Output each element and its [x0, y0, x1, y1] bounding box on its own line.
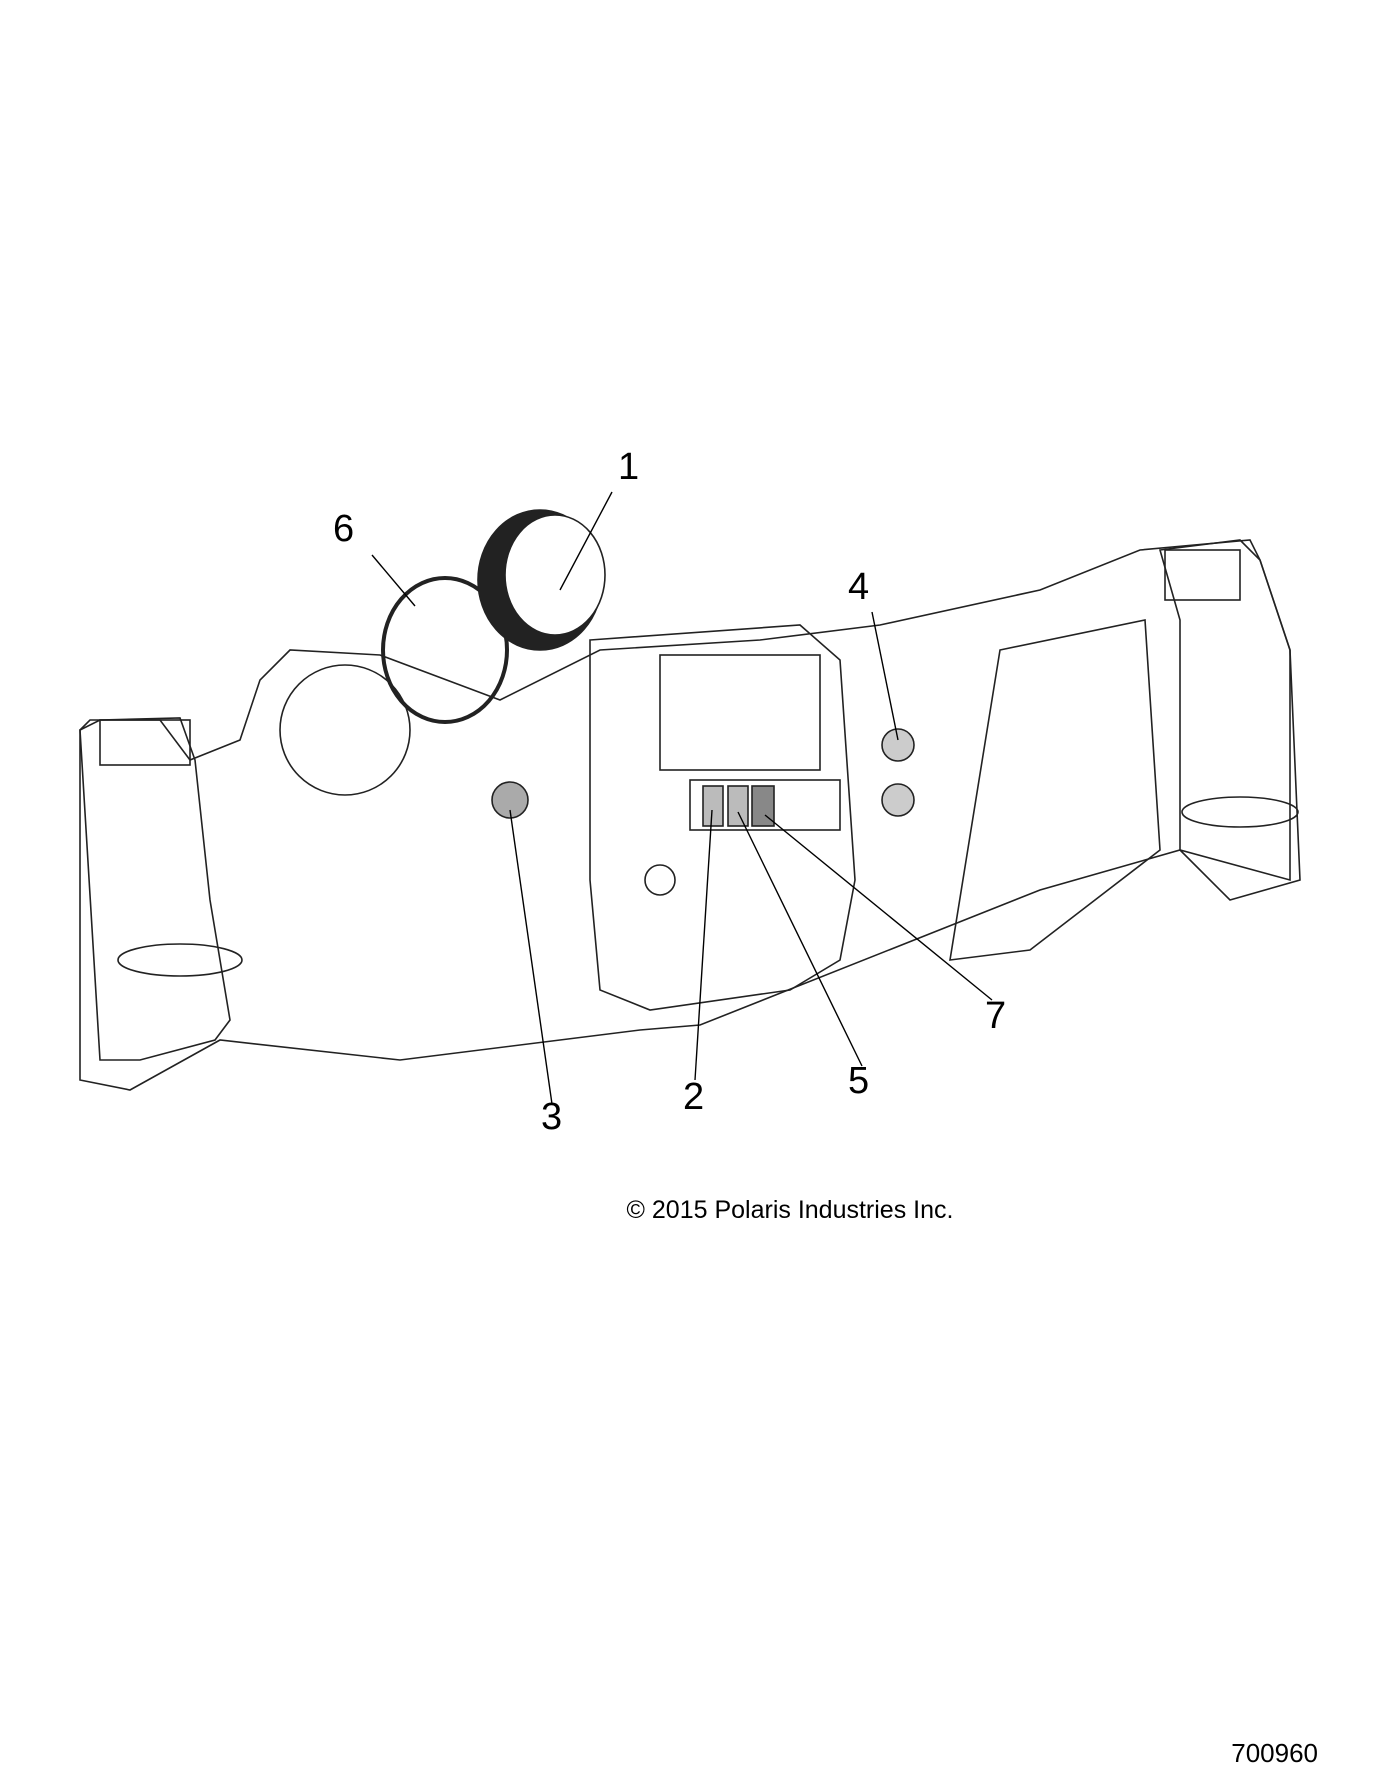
callout-1: 1 [618, 446, 640, 488]
aux-port [644, 864, 676, 896]
right-handle [1164, 549, 1241, 601]
callout-4: 4 [848, 566, 870, 608]
callout-5: 5 [848, 1060, 870, 1102]
dashboard-body [79, 539, 1291, 1091]
switch-7 [751, 785, 775, 827]
power-outlet-upper [881, 728, 915, 762]
switch-5 [727, 785, 749, 827]
callout-7: 7 [985, 995, 1007, 1037]
glove-box [949, 619, 1161, 961]
power-outlet-lower [881, 783, 915, 817]
left-cupholder [117, 943, 243, 977]
center-console [589, 624, 856, 1011]
switch-2 [702, 785, 724, 827]
left-cupholder-tower [79, 717, 231, 1061]
right-cupholder [1181, 796, 1299, 828]
leader-lines [371, 491, 993, 1105]
copyright-notice: © 2015 Polaris Industries Inc. [626, 1196, 954, 1224]
callout-6: 6 [333, 508, 355, 550]
ignition-switch [491, 781, 529, 819]
center-display [659, 654, 821, 771]
drawing-number: 700960 [1231, 1738, 1318, 1768]
gauge-bezel [381, 576, 509, 724]
switch-panel [689, 779, 841, 831]
gauge-face [504, 514, 606, 636]
left-handle [99, 719, 191, 766]
callout-3: 3 [541, 1096, 563, 1138]
callout-2: 2 [683, 1076, 705, 1118]
right-cupholder-tower [1158, 539, 1301, 901]
gauge-opening [279, 664, 411, 796]
